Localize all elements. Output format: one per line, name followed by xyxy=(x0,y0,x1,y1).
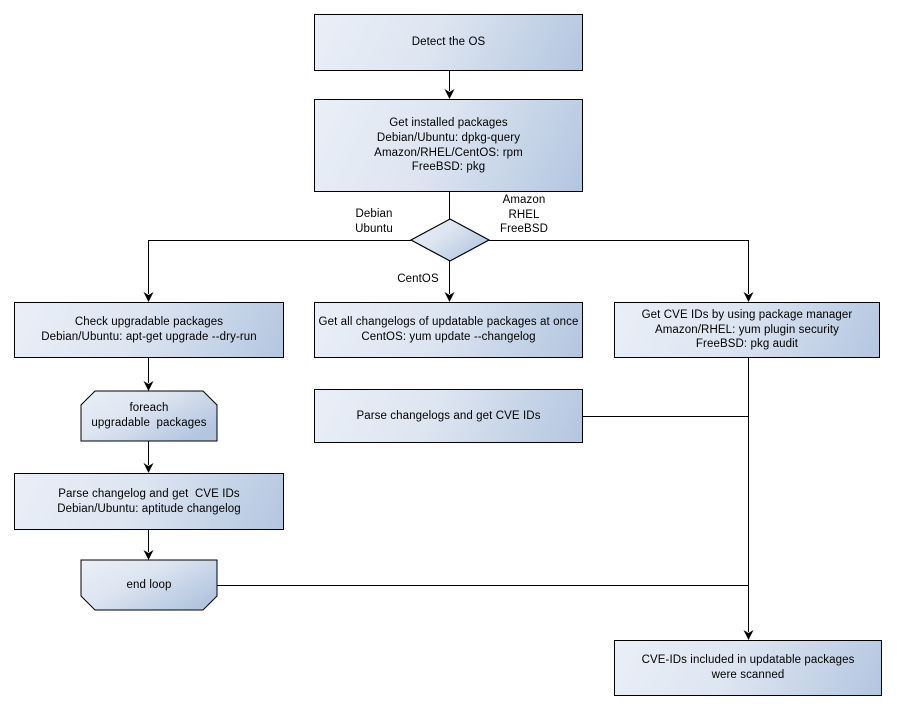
edge-label-text: CentOS xyxy=(397,273,439,285)
node-get-cve-ids-pkg-manager: Get CVE IDs by using package manager Ama… xyxy=(614,302,880,358)
connector-lines xyxy=(148,71,749,632)
node-parse-changelogs-centos: Parse changelogs and get CVE IDs xyxy=(314,389,583,443)
node-label: Check upgradable packages Debian/Ubuntu:… xyxy=(41,316,257,343)
node-get-installed-packages: Get installed packages Debian/Ubuntu: dp… xyxy=(314,99,583,192)
arrowhead xyxy=(743,630,754,640)
foreach-loop-shape xyxy=(80,390,218,442)
node-label: Detect the OS xyxy=(411,36,486,49)
foreach-loop-label-wrap: foreach upgradable packages xyxy=(81,391,217,441)
node-label: Parse changelog and get CVE IDs Debian/U… xyxy=(57,487,241,515)
end-loop-shape xyxy=(80,559,218,611)
edge-label-text: Debian Ubuntu xyxy=(355,208,393,235)
arrowhead xyxy=(143,292,154,302)
node-scan-result: CVE-IDs included in updatable packages w… xyxy=(614,640,882,696)
edge-label-text: Amazon RHEL FreeBSD xyxy=(500,194,548,236)
node-label: Get all changelogs of updatable packages… xyxy=(318,316,579,343)
connector-decision-to-check xyxy=(148,240,411,294)
arrowhead xyxy=(444,292,455,302)
arrowhead xyxy=(743,292,754,302)
node-label: Get installed packages Debian/Ubuntu: dp… xyxy=(374,117,523,174)
arrowhead xyxy=(143,463,154,473)
node-detect-os: Detect the OS xyxy=(314,14,583,71)
edge-label-debian-ubuntu: Debian Ubuntu xyxy=(336,207,412,236)
node-label: CVE-IDs included in updatable packages w… xyxy=(641,654,855,681)
edge-label-amazon-rhel-freebsd: Amazon RHEL FreeBSD xyxy=(487,193,561,237)
node-get-all-changelogs: Get all changelogs of updatable packages… xyxy=(314,302,583,358)
node-label: Parse changelogs and get CVE IDs xyxy=(356,409,541,422)
node-parse-changelog-debian: Parse changelog and get CVE IDs Debian/U… xyxy=(14,473,284,530)
edge-label-centos: CentOS xyxy=(381,272,455,287)
arrowhead xyxy=(143,550,154,560)
arrowheads xyxy=(143,89,754,640)
node-label: end loop xyxy=(126,578,172,591)
node-check-upgradable: Check upgradable packages Debian/Ubuntu:… xyxy=(14,302,284,358)
connector-decision-to-getcve xyxy=(489,240,749,294)
node-label: Get CVE IDs by using package manager Ama… xyxy=(641,309,853,351)
arrowhead xyxy=(143,381,154,391)
end-loop-label-wrap: end loop xyxy=(81,560,217,610)
os-decision-diamond xyxy=(409,218,491,262)
node-label: foreach upgradable packages xyxy=(91,402,207,429)
arrowhead xyxy=(444,89,455,99)
